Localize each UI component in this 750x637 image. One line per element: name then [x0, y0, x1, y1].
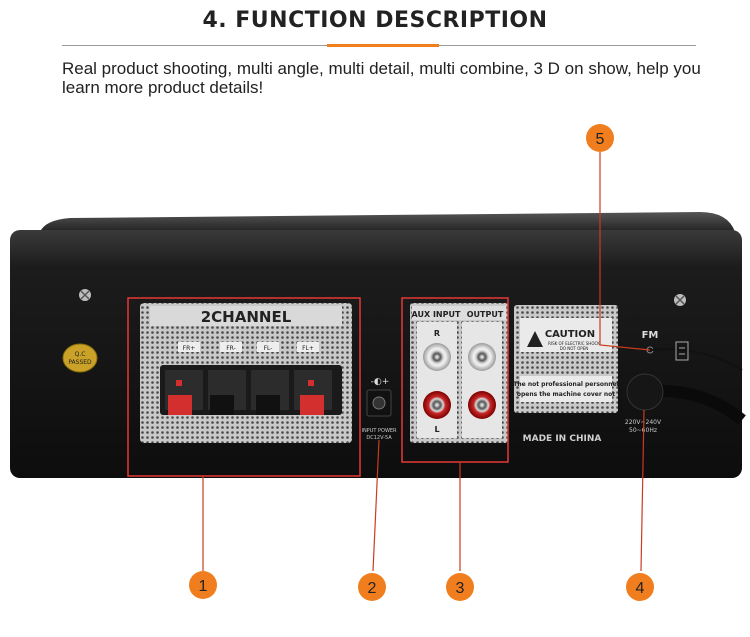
warning-triangle-icon — [527, 331, 543, 347]
rca-jack-white[interactable] — [468, 343, 496, 371]
svg-text:AUX INPUT: AUX INPUT — [412, 310, 461, 319]
callout-4: 4 — [626, 573, 654, 601]
svg-text:Q.C: Q.C — [75, 351, 86, 358]
svg-text:INPUT POWER: INPUT POWER — [361, 428, 397, 434]
rca-jack-red[interactable] — [423, 391, 451, 419]
callout-5: 5 — [586, 124, 614, 152]
frequency-label: 50~60Hz — [629, 427, 657, 434]
svg-text:FR+: FR+ — [183, 345, 196, 352]
svg-text:DO NOT OPEN: DO NOT OPEN — [560, 346, 588, 351]
dc-power-jack: -◐+ INPUT POWER DC12V-5A — [361, 377, 397, 441]
svg-text:DC12V-5A: DC12V-5A — [366, 435, 392, 441]
svg-text:5: 5 — [596, 131, 605, 148]
svg-text:2: 2 — [368, 580, 377, 597]
svg-text:PASSED: PASSED — [68, 359, 92, 366]
case-top — [40, 212, 735, 232]
rca-panel: AUX INPUT OUTPUT R L — [410, 303, 508, 443]
svg-text:3: 3 — [456, 580, 465, 597]
fm-label: FM — [642, 330, 659, 341]
svg-text:OUTPUT: OUTPUT — [467, 310, 504, 319]
fm-antenna-wire — [649, 348, 743, 371]
rca-jack-white[interactable] — [423, 343, 451, 371]
svg-text:-◐+: -◐+ — [371, 377, 390, 387]
qc-passed-badge: Q.C PASSED — [62, 343, 98, 373]
black-terminal[interactable] — [256, 395, 280, 415]
made-in-label: MADE IN CHINA — [523, 434, 602, 444]
highlight-box-speaker — [127, 297, 361, 477]
title-divider-accent — [327, 44, 439, 47]
svg-text:The not professional personnel: The not professional personnel — [513, 381, 618, 388]
black-terminal[interactable] — [210, 395, 234, 415]
svg-text:CAUTION: CAUTION — [545, 329, 595, 340]
svg-text:RISK OF ELECTRIC SHOCK: RISK OF ELECTRIC SHOCK — [548, 341, 600, 346]
warning-label: CAUTION RISK OF ELECTRIC SHOCK DO NOT OP… — [513, 305, 619, 413]
svg-text:FR-: FR- — [226, 345, 236, 352]
svg-text:opens the machine cover not: opens the machine cover not — [517, 391, 615, 398]
svg-text:FL+: FL+ — [302, 345, 314, 352]
screw-icon — [674, 294, 686, 306]
callout-lines — [202, 152, 651, 572]
svg-text:2CHANNEL: 2CHANNEL — [201, 308, 292, 326]
svg-text:4: 4 — [636, 580, 645, 597]
section-title: 4. FUNCTION DESCRIPTION — [202, 8, 548, 33]
rca-jack-red[interactable] — [468, 391, 496, 419]
svg-text:1: 1 — [199, 578, 208, 595]
screw-icon — [79, 289, 91, 301]
callout-1: 1 — [189, 571, 217, 599]
svg-text:R: R — [434, 329, 440, 338]
svg-text:FL-: FL- — [264, 345, 273, 352]
callout-3: 3 — [446, 573, 474, 601]
speaker-terminal-panel: 2CHANNEL FR+ FR- FL- FL+ — [140, 303, 352, 443]
intro-text: Real product shooting, multi angle, mult… — [62, 59, 701, 97]
svg-text:L: L — [434, 425, 439, 434]
red-terminal[interactable] — [168, 395, 192, 415]
callout-2: 2 — [358, 573, 386, 601]
fm-antenna-icon — [675, 341, 689, 361]
highlight-box-rca — [401, 297, 509, 463]
red-terminal[interactable] — [300, 395, 324, 415]
power-cord — [626, 373, 746, 425]
